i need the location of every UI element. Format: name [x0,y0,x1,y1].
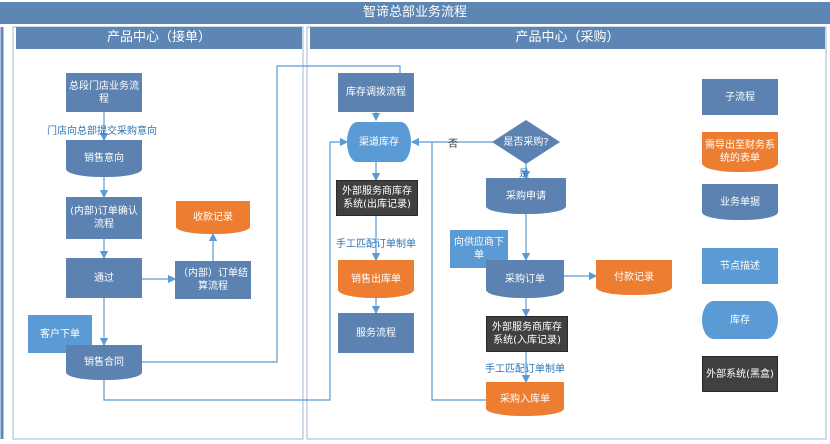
node-payment-record: 付款记录 [596,260,672,295]
label-submit-intent: 门店向总部提交采购意向 [47,126,157,137]
page-title: 智谛总部业务流程 [0,2,830,24]
node-sales-intent: 销售意向 [66,140,142,177]
node-ext-in: 外部服务商库存系统(入库记录) [486,316,568,352]
legend-node-desc: 节点描述 [702,248,778,284]
lane-header-left: 产品中心（接单） [16,27,302,49]
node-payment-received: 收款记录 [176,201,250,234]
legend-external-system: 外部系统(黑盒) [702,356,778,392]
node-ext-out: 外部服务商库存系统(出库记录) [336,180,418,216]
node-purchase-question: 是否采购? [503,136,549,148]
legend-finance-export: 需导出至财务系统的表单 [702,132,778,172]
node-service-flow: 服务流程 [338,313,414,353]
label-yes: 是 [519,169,529,180]
legend-inventory: 库存 [702,301,778,339]
label-no: 否 [448,139,458,150]
edge-purchasein-to-stock [431,142,486,401]
node-purchase-order: 采购订单 [486,260,564,298]
node-sales-contract: 销售合同 [66,345,142,380]
legend-subflow: 子流程 [702,79,778,115]
node-internal-order: (内部)订单确认流程 [66,197,142,239]
node-sales-out: 销售出库单 [338,260,414,298]
node-channel-stock: 渠道库存 [347,122,411,162]
lane-header-right: 产品中心（采购） [310,27,825,49]
decision-diamond [492,120,560,164]
node-settlement: （内部）订单结算流程 [175,261,251,299]
node-store-flow: 总段门店业务流程 [66,73,142,112]
legend-business-doc: 业务单据 [702,184,778,220]
node-purchase-in: 采购入库单 [486,382,564,416]
label-manual-match-2: 手工匹配订单制单 [485,364,565,375]
node-pass: 通过 [66,258,142,298]
node-purchase-request: 采购申请 [486,178,566,214]
edge-contract-to-stock [103,137,349,401]
left-lane-border [12,26,304,440]
label-manual-match-1: 手工匹配订单制单 [336,239,416,250]
edge-contract-to-transfer [140,65,401,363]
node-transfer-flow: 库存调拨流程 [338,73,414,112]
